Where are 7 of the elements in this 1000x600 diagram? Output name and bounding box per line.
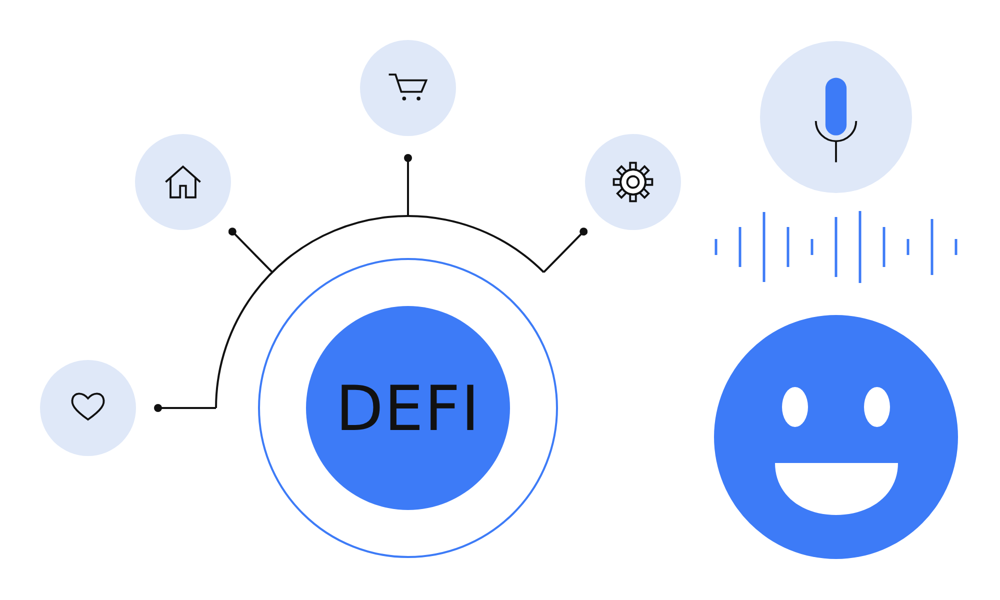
connector-line bbox=[543, 228, 588, 273]
connector-line bbox=[154, 404, 216, 412]
connector-line bbox=[404, 154, 412, 216]
outer-ring bbox=[258, 258, 558, 558]
connector-line bbox=[215, 215, 544, 408]
center-title: DEFI bbox=[336, 372, 480, 444]
connector-line bbox=[228, 228, 273, 273]
